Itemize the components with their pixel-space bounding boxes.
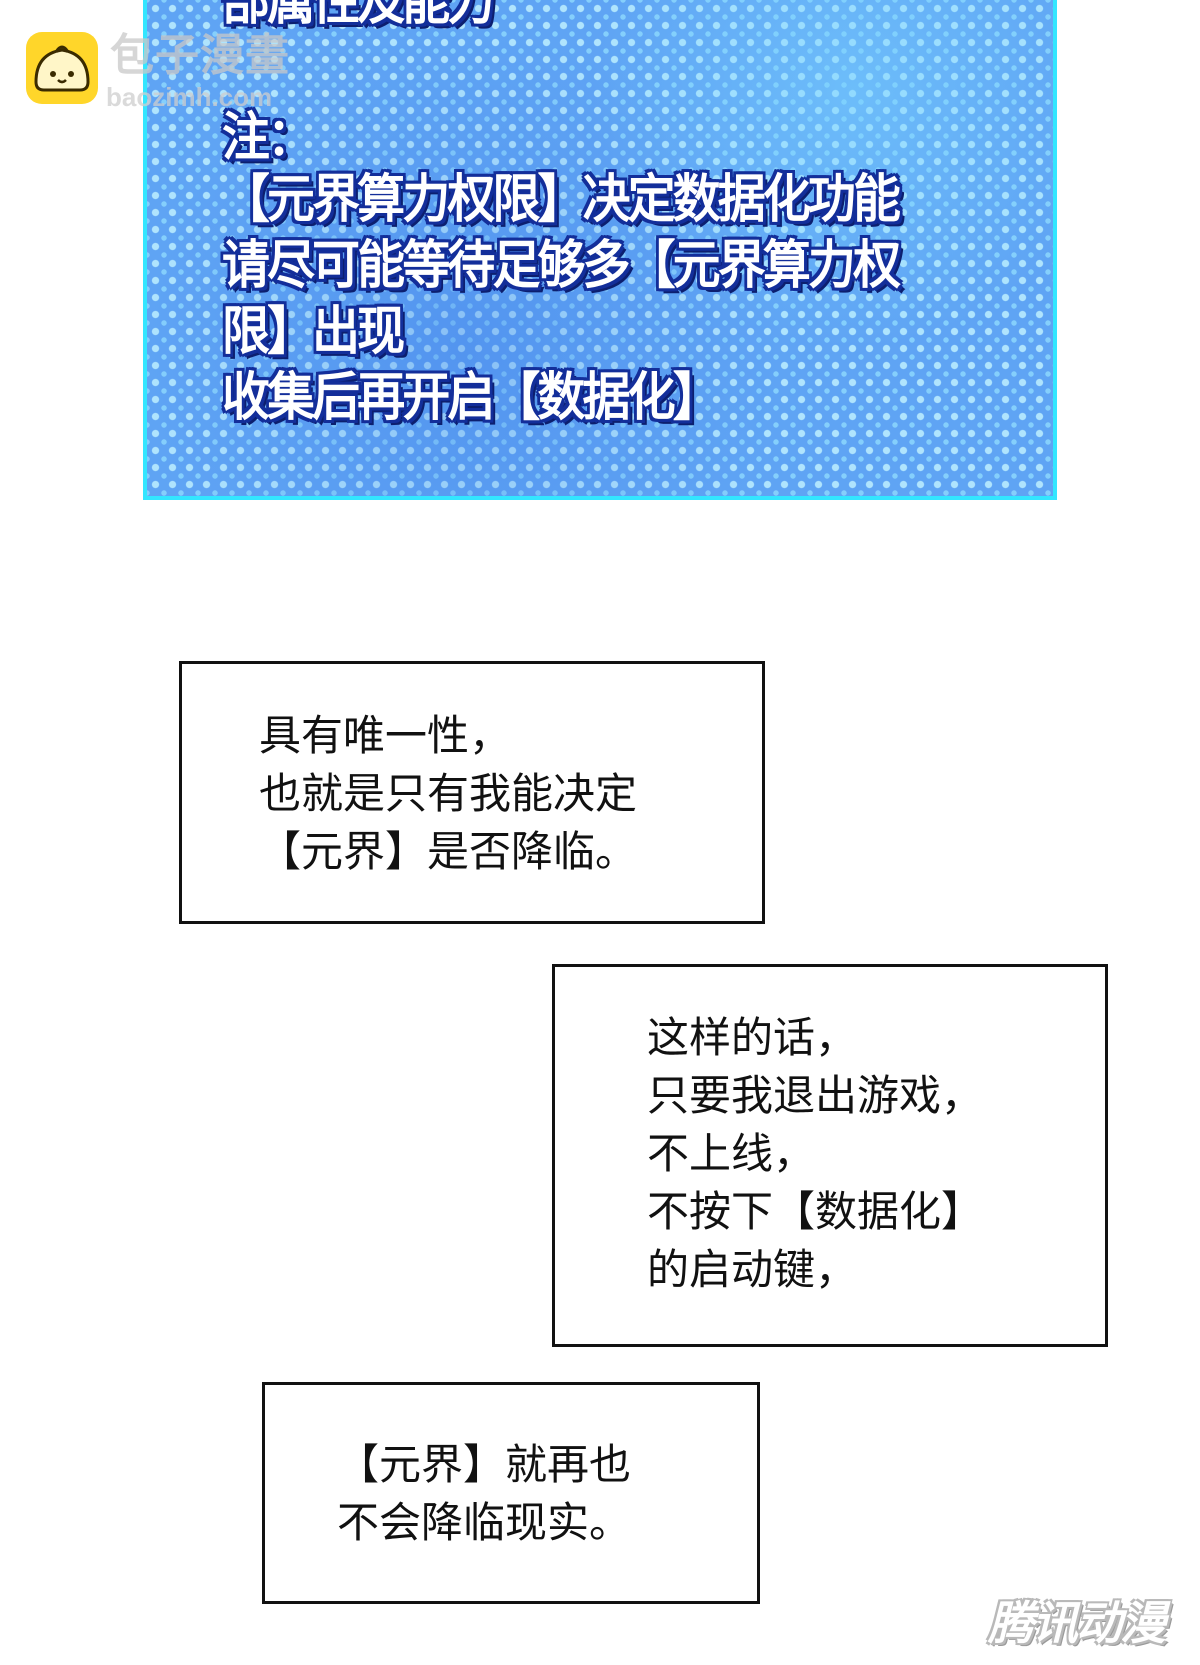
system-line-2: 请尽可能等待足够多【元界算力权 [222, 236, 901, 296]
narration-line: 也就是只有我能决定 [259, 769, 638, 818]
narration-text-2: 这样的话， 只要我退出游戏， 不上线， 不按下【数据化】 的启动键， [647, 1009, 983, 1299]
narration-box-2: 这样的话， 只要我退出游戏， 不上线， 不按下【数据化】 的启动键， [552, 964, 1108, 1347]
narration-line: 不上线， [647, 1129, 816, 1178]
system-line-1: 【元界算力权限】决定数据化功能 [222, 170, 901, 230]
narration-box-1: 具有唯一性， 也就是只有我能决定 【元界】是否降临。 [179, 661, 765, 924]
site-watermark: 包子漫畫 baozimh.com [26, 32, 326, 112]
watermark-url: baozimh.com [106, 82, 273, 112]
narration-line: 不会降临现实。 [337, 1498, 632, 1547]
publisher-watermark: 腾讯动漫 [988, 1596, 1166, 1650]
narration-line: 【元界】是否降临。 [259, 827, 638, 876]
system-line-4: 收集后再开启【数据化】 [222, 368, 721, 428]
bun-face-icon [26, 32, 98, 104]
narration-line: 不按下【数据化】 [647, 1187, 984, 1236]
narration-box-3: 【元界】就再也 不会降临现实。 [262, 1382, 760, 1604]
narration-line: 这样的话， [647, 1013, 858, 1062]
narration-line: 只要我退出游戏， [647, 1071, 984, 1120]
system-line-attributes: 部属性及能力 [222, 0, 495, 32]
system-line-3: 限】出现 [222, 302, 405, 362]
narration-text-1: 具有唯一性， 也就是只有我能决定 【元界】是否降临。 [259, 707, 637, 881]
system-message-panel: 部属性及能力 注： 【元界算力权限】决定数据化功能 请尽可能等待足够多【元界算力… [143, 0, 1057, 500]
narration-line: 【元界】就再也 [337, 1440, 632, 1489]
narration-line: 具有唯一性， [259, 711, 512, 760]
system-line-note-label: 注： [222, 108, 315, 168]
narration-text-3: 【元界】就再也 不会降临现实。 [337, 1436, 631, 1552]
watermark-title: 包子漫畫 [110, 30, 290, 81]
narration-line: 的启动键， [647, 1245, 858, 1294]
